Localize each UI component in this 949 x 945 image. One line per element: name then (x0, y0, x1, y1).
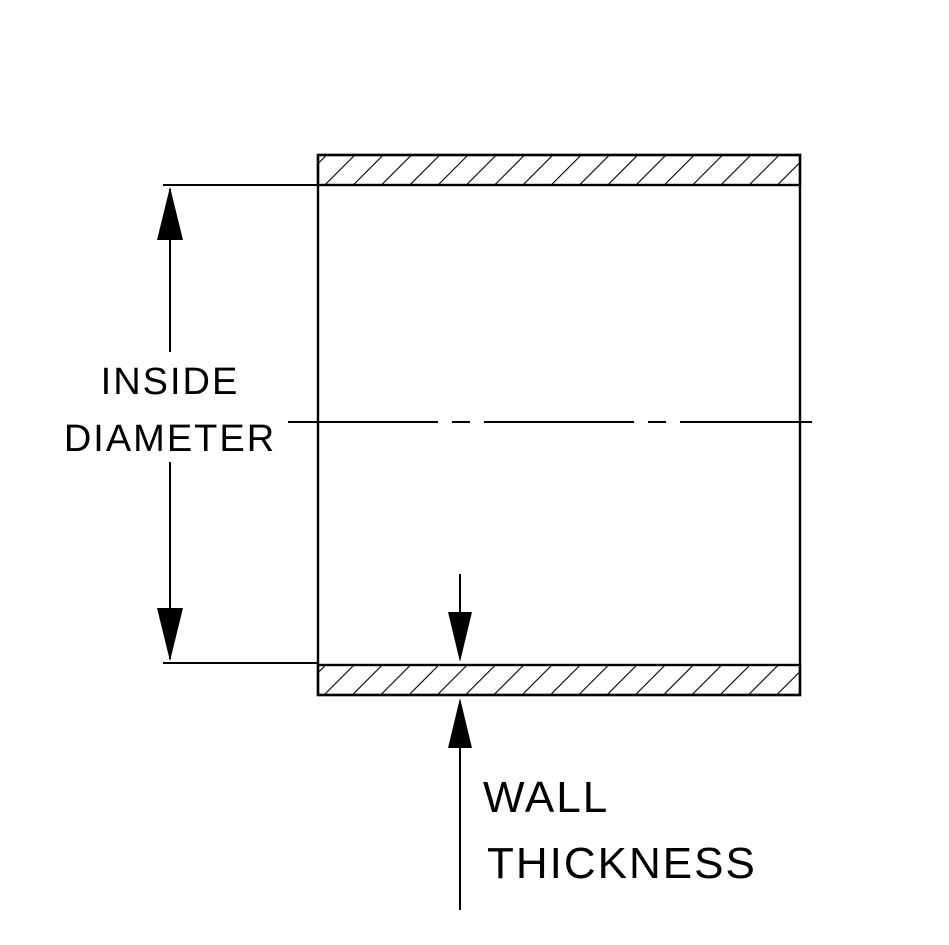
wall-thickness-arrow-down-icon (448, 612, 472, 662)
wall-thickness-label-line2: THICKNESS (487, 839, 757, 888)
inside-diameter-label-line2: DIAMETER (64, 418, 276, 460)
dimension-arrow-up-icon (157, 187, 183, 240)
top-wall-hatch (316, 153, 802, 187)
wall-thickness-arrow-up-icon (448, 698, 472, 748)
tube-body-outline (316, 153, 802, 697)
dimension-arrow-down-icon (157, 608, 183, 661)
wall-thickness-label-line1: WALL (483, 773, 609, 822)
inside-diameter-label-line1: INSIDE (101, 361, 240, 403)
bottom-wall-hatch (316, 663, 802, 697)
